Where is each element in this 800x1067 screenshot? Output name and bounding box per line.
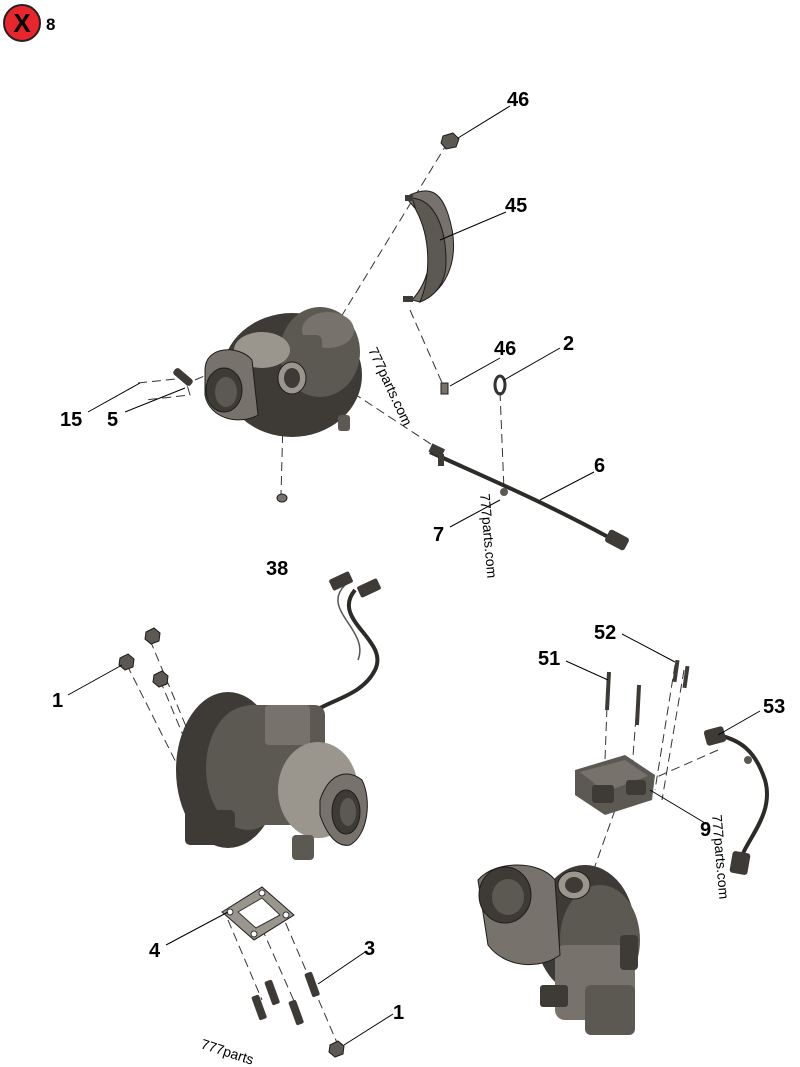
callout-9: 9 <box>700 819 711 841</box>
watermark-2: 777parts.com <box>477 493 500 579</box>
studs-3 <box>251 971 320 1026</box>
callout-46-top: 46 <box>507 89 529 111</box>
badge-count: 8 <box>46 15 56 34</box>
actuator-9 <box>575 755 655 815</box>
sensor-wire-6 <box>428 443 629 551</box>
callout-52: 52 <box>594 622 616 644</box>
callout-7: 7 <box>433 524 444 546</box>
nut-1-lower <box>328 1040 345 1058</box>
callout-46-lower: 46 <box>494 338 516 360</box>
remove-x-icon: X <box>3 4 41 42</box>
turbocharger-bottom-left <box>176 692 368 860</box>
callout-5: 5 <box>107 409 118 431</box>
turbocharger-bottom-right <box>477 864 640 1035</box>
callout-4: 4 <box>149 940 161 962</box>
turbocharger-top <box>204 307 362 437</box>
bolts-52 <box>672 659 690 689</box>
watermark-3: 777parts.com <box>709 814 732 900</box>
gasket-4 <box>221 886 295 941</box>
nut-upper-c <box>152 670 169 688</box>
nut-upper-b <box>144 627 161 645</box>
callout-53: 53 <box>763 696 785 718</box>
clip-7 <box>500 488 508 496</box>
callout-51: 51 <box>538 648 560 670</box>
bolts-51 <box>605 671 642 726</box>
wiring-harness-53 <box>703 726 769 875</box>
remove-badge: X 8 <box>3 4 55 42</box>
callout-38: 38 <box>266 558 288 580</box>
bolt-46-lower <box>440 382 449 395</box>
callout-1-upper: 1 <box>52 690 63 712</box>
nut-46-top <box>440 132 460 150</box>
callout-15: 15 <box>60 409 82 431</box>
nut-1-upper <box>118 653 135 671</box>
pin-5 <box>173 368 193 386</box>
callout-45: 45 <box>505 195 527 217</box>
watermark-1: 777parts.com <box>365 345 415 429</box>
callout-1-lower: 1 <box>393 1002 404 1024</box>
callout-6: 6 <box>594 455 605 477</box>
callout-3: 3 <box>364 938 375 960</box>
callout-2: 2 <box>563 333 574 355</box>
washer-38 <box>276 493 288 503</box>
watermark-4: 777parts <box>199 1036 256 1067</box>
clamp-ring-2 <box>493 374 507 396</box>
heat-shield-45 <box>403 190 454 303</box>
wiring-harness-left <box>303 571 381 722</box>
